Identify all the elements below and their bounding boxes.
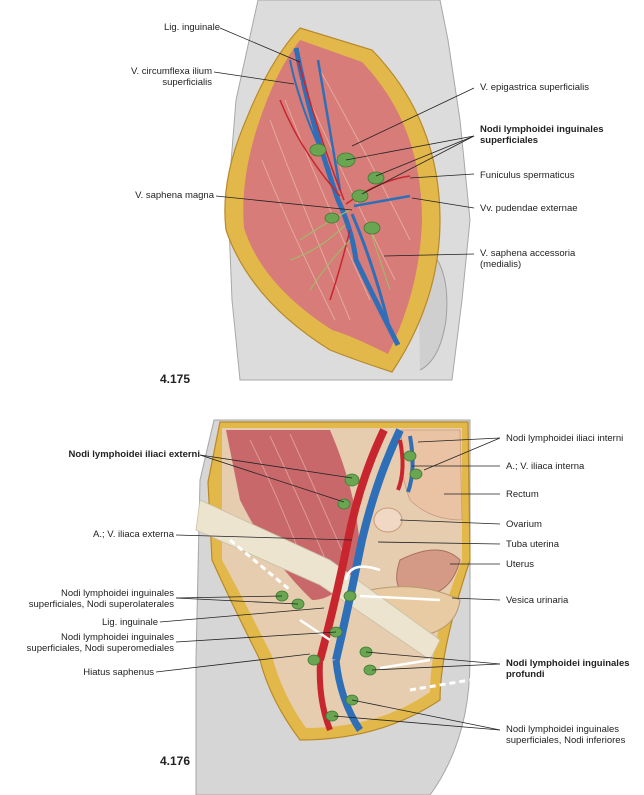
v-iliaca-interna <box>406 435 415 493</box>
label-v-saphena-accessoria-line1: V. saphena accessoria <box>480 248 576 259</box>
lymph-nodes <box>309 143 385 235</box>
label-vv-pudendae: Vv. pudendae externae <box>480 203 578 214</box>
label-nodi-iliaci-interni: Nodi lymphoidei iliaci interni <box>506 433 624 444</box>
label-nodi-superficiales: Nodi lymphoidei inguinales superficiales <box>480 124 604 146</box>
label-uterus: Uterus <box>506 559 534 570</box>
label-nodi-superolaterales: Nodi lymphoidei inguinales superficiales… <box>10 588 174 610</box>
label-nodi-profundi-line1: Nodi lymphoidei inguinales <box>506 658 630 669</box>
lymph-vessels <box>289 209 391 291</box>
label-v-epigastrica: V. epigastrica superficialis <box>480 82 589 93</box>
figure-4-175-leader-lines <box>213 27 475 257</box>
label-funiculus: Funiculus spermaticus <box>480 170 575 181</box>
label-nodi-superficiales-line1: Nodi lymphoidei inguinales <box>480 124 604 135</box>
label-nodi-superolaterales-line2: superficiales, Nodi superolaterales <box>10 599 174 610</box>
v-circumflexa <box>289 59 331 171</box>
label-rectum: Rectum <box>506 489 539 500</box>
figure-4-175-illustration <box>224 0 471 381</box>
label-v-saphena-accessoria: V. saphena accessoria (medialis) <box>480 248 575 270</box>
label-nodi-profundi: Nodi lymphoidei inguinales profundi <box>506 658 630 680</box>
label-nodi-superomediales-normal: Nodi superomediales <box>82 643 174 654</box>
label-tuba-uterina: Tuba uterina <box>506 539 559 550</box>
drainage-dash-2 <box>409 678 471 692</box>
label-nodi-inferiores-line2: superficiales, Nodi inferiores <box>506 735 625 746</box>
label-v-circumflexa: V. circumflexa ilium superficialis <box>100 66 212 88</box>
label-a-v-iliaca-externa: A.; V. iliaca externa <box>93 529 174 540</box>
v-saphena-accessoria <box>350 213 390 323</box>
v-femoralis <box>332 659 363 732</box>
label-nodi-superomediales-line1: Nodi lymphoidei inguinales <box>60 632 174 643</box>
label-hiatus-saphenus: Hiatus saphenus <box>83 667 154 678</box>
a-femoralis <box>316 659 333 732</box>
label-nodi-profundi-line2: profundi <box>506 669 545 680</box>
iliopsoas-muscle <box>226 430 360 600</box>
figure-number-4-176: 4.176 <box>160 754 191 768</box>
label-a-v-iliaca-interna: A.; V. iliaca interna <box>506 461 585 472</box>
drainage-arrows <box>299 565 441 670</box>
vv-pudendae <box>353 194 411 208</box>
label-nodi-superolaterales-normal: Nodi superolaterales <box>84 599 174 610</box>
label-nodi-superficiales-line2: superficiales <box>480 135 539 146</box>
lymph-nodes-2 <box>275 450 423 722</box>
label-nodi-superolaterales-line1: Nodi lymphoidei inguinales <box>60 588 174 599</box>
label-nodi-inferiores-normal: Nodi inferiores <box>561 735 626 746</box>
label-nodi-superomediales-bold: superficiales, <box>26 643 83 654</box>
label-lig-inguinale-2: Lig. inguinale <box>102 617 158 628</box>
v-iliaca-externa <box>332 428 404 661</box>
uterus-organ <box>396 549 461 597</box>
v-saphena-magna <box>293 47 401 347</box>
label-lig-inguinale-1: Lig. inguinale <box>164 22 220 33</box>
label-nodi-inferiores-line1: Nodi lymphoidei inguinales <box>506 724 620 735</box>
label-nodi-iliaci-externi: Nodi lymphoidei iliaci externi <box>68 449 200 460</box>
v-epigastrica <box>316 59 342 191</box>
label-vesica-urinaria: Vesica urinaria <box>506 595 569 606</box>
figure-number-4-175: 4.175 <box>160 372 191 386</box>
a-iliaca-interna <box>396 439 405 491</box>
label-ovarium: Ovarium <box>506 519 542 530</box>
label-v-circumflexa-line2: superficialis <box>162 77 212 88</box>
drainage-dash-1 <box>229 538 291 592</box>
label-nodi-superomediales: Nodi lymphoidei inguinales superficiales… <box>10 632 174 654</box>
label-nodi-superomediales-line2: superficiales, Nodi superomediales <box>10 643 174 654</box>
label-nodi-inferiores: Nodi lymphoidei inguinales superficiales… <box>506 724 625 746</box>
label-v-saphena-magna: V. saphena magna <box>135 190 214 201</box>
label-nodi-inferiores-bold: superficiales, <box>506 735 562 746</box>
label-v-circumflexa-line1: V. circumflexa ilium <box>131 66 212 77</box>
label-v-saphena-accessoria-line2: (medialis) <box>480 259 522 270</box>
label-nodi-superolaterales-bold: superficiales, <box>28 599 85 610</box>
